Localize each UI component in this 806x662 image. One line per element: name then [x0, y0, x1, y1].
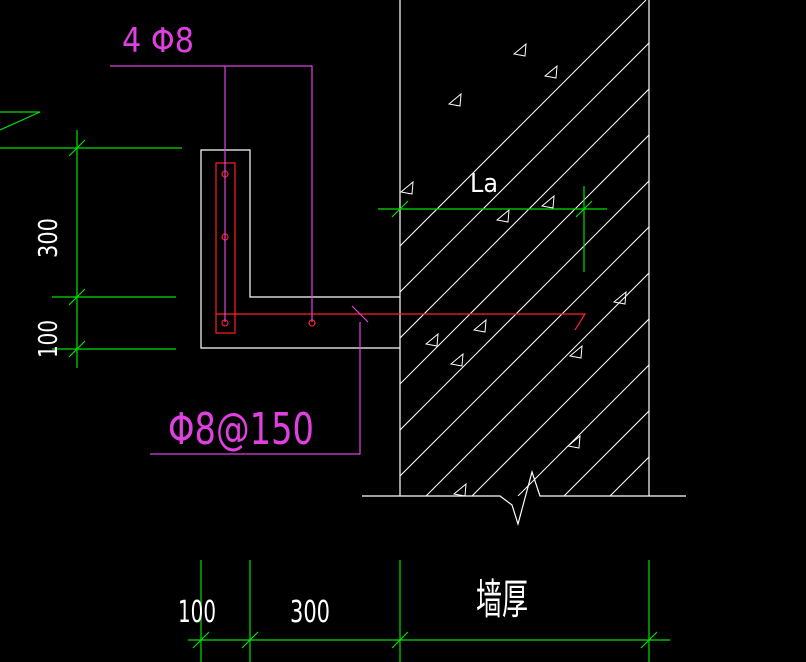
aggregate-mark [424, 332, 439, 347]
aggregate-mark [612, 290, 627, 305]
hatch-line [400, 88, 649, 339]
dimension-lines [0, 111, 670, 662]
wall-hatch [400, 0, 806, 496]
hatch-line [400, 134, 649, 385]
concrete-aggregate-marks [399, 42, 627, 497]
aggregate-mark [399, 180, 414, 195]
concrete-wall [399, 0, 806, 497]
stirrup-label: Φ8@150 [168, 404, 314, 455]
wall-thickness-label: 墙厚 [476, 575, 528, 624]
beam-outline [200, 149, 400, 349]
hatch-line [794, 0, 806, 496]
aggregate-mark [495, 208, 510, 223]
aggregate-mark [512, 42, 527, 57]
hatch-line [400, 42, 649, 293]
dimension-left-upper: 300 [34, 218, 64, 258]
aggregate-mark [449, 352, 464, 367]
hatch-line [656, 0, 806, 496]
dimension-left-lower: 100 [34, 320, 64, 358]
aggregate-mark [452, 482, 467, 497]
aggregate-mark [568, 344, 583, 359]
hatch-line [702, 0, 806, 496]
hatch-line [400, 226, 649, 477]
leader-lines [110, 65, 369, 455]
aggregate-mark [540, 194, 555, 209]
anchorage-length-label: La [470, 169, 498, 199]
hatch-line [609, 456, 649, 496]
aggregate-mark [566, 434, 581, 449]
hatch-line [517, 364, 649, 496]
hatch-line [563, 410, 649, 496]
hatch-line [400, 0, 647, 247]
aggregate-mark [447, 92, 462, 107]
dimension-bottom-mid: 300 [290, 595, 330, 630]
aggregate-mark [472, 318, 487, 333]
break-line [362, 469, 686, 527]
dimension-bottom-left: 100 [178, 595, 216, 630]
aggregate-mark [543, 64, 558, 79]
hatch-line [471, 318, 649, 496]
hatch-line [425, 272, 649, 496]
hatch-line [748, 0, 806, 496]
anchorage-bar [216, 313, 587, 331]
hatch-line [400, 180, 649, 431]
top-rebar-label: 4 Φ8 [122, 21, 194, 61]
